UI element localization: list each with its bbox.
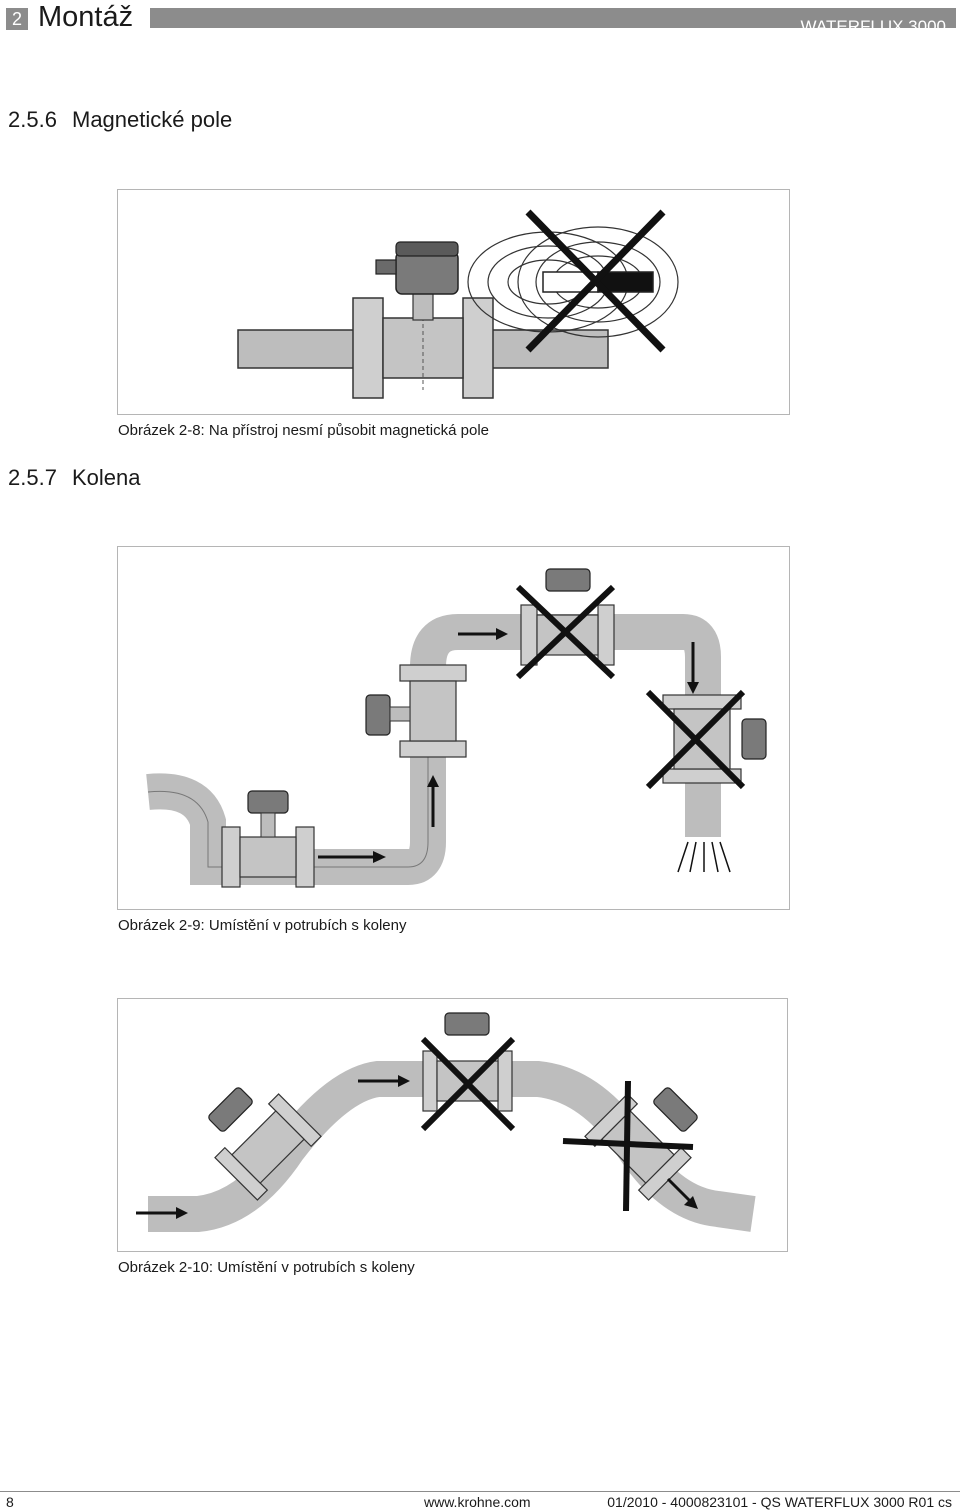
section-heading-elbows: 2.5.7 Kolena [8, 465, 141, 491]
elbow-installation-illustration [146, 568, 767, 888]
chapter-title: Montáž [38, 1, 134, 33]
page-number: 8 [6, 1494, 14, 1510]
section-heading-magnetic: 2.5.6 Magnetické pole [8, 107, 232, 133]
product-name: WATERFLUX 3000 [800, 17, 947, 36]
figure-caption: Obrázek 2-8: Na přístroj nesmí působit m… [118, 422, 490, 439]
footer-divider [0, 1491, 960, 1492]
section-title: Kolena [72, 465, 141, 490]
chapter-number: 2 [6, 8, 28, 30]
figure-caption: Obrázek 2-10: Umístění v potrubích s kol… [118, 1259, 415, 1276]
figure-caption: Obrázek 2-9: Umístění v potrubích s kole… [118, 917, 407, 934]
figure-elbows-vertical [117, 546, 790, 910]
footer-document-id: 01/2010 - 4000823101 - QS WATERFLUX 3000… [607, 1494, 952, 1510]
header-bar: WATERFLUX 3000 [150, 8, 956, 36]
section-number: 2.5.6 [8, 107, 57, 132]
figure-magnetic-field [117, 189, 790, 415]
figure-elbows-horizontal [117, 998, 788, 1252]
footer-website: www.krohne.com [424, 1494, 531, 1510]
section-number: 2.5.7 [8, 465, 57, 490]
section-title: Magnetické pole [72, 107, 233, 132]
magnetic-field-illustration [237, 209, 679, 399]
elbow-installation-illustration [136, 1012, 756, 1232]
